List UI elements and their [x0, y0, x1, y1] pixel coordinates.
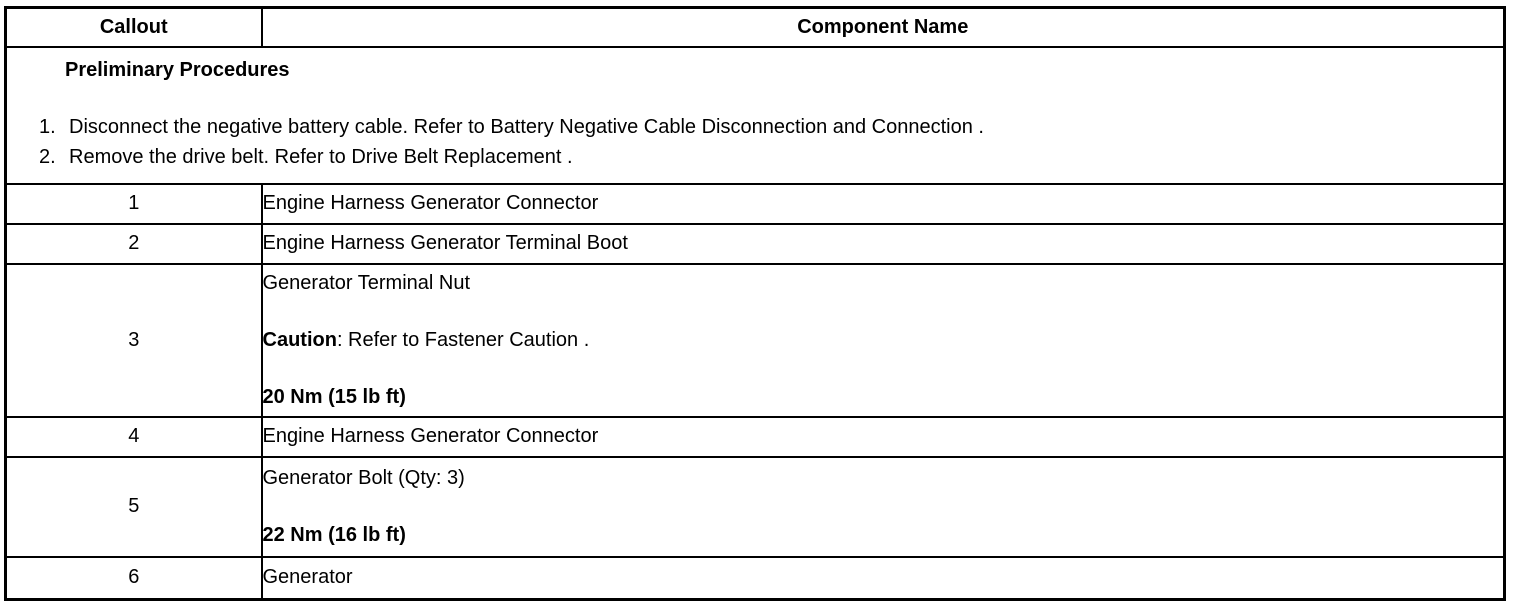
table-header-row: Callout Component Name [4, 6, 1506, 48]
callout-number: 4 [4, 415, 263, 458]
preliminary-procedures-title: Preliminary Procedures [65, 58, 290, 81]
caution-line: Caution: Refer to Fastener Caution . [263, 329, 1504, 352]
preliminary-steps-list: 1. Disconnect the negative battery cable… [7, 112, 1503, 172]
preliminary-procedures-cell: Preliminary Procedures 1. Disconnect the… [4, 45, 1506, 185]
caution-text: : Refer to Fastener Caution . [336, 328, 590, 351]
table-row: 3 Generator Terminal Nut Caution: Refer … [4, 262, 1506, 418]
component-name: Generator [260, 555, 1506, 601]
torque-spec: 22 Nm (16 lb ft) [262, 523, 406, 546]
component-detail-cell: Generator Bolt (Qty: 3) 22 Nm (16 lb ft) [260, 455, 1506, 558]
callout-component-table: Callout Component Name Preliminary Proce… [4, 6, 1506, 601]
step-number: 2. [39, 145, 56, 168]
component-name: Generator Bolt (Qty: 3) [262, 466, 465, 489]
preliminary-procedures-row: Preliminary Procedures 1. Disconnect the… [4, 45, 1506, 185]
table-row: 1 Engine Harness Generator Connector [4, 182, 1506, 225]
callout-number: 1 [4, 182, 263, 225]
component-name: Engine Harness Generator Connector [260, 182, 1506, 225]
caution-label: Caution [262, 328, 337, 351]
step-text: Remove the drive belt. Refer to Drive Be… [69, 145, 573, 168]
component-detail-cell: Generator Terminal Nut Caution: Refer to… [260, 262, 1506, 418]
component-name: Engine Harness Generator Terminal Boot [260, 222, 1506, 265]
table-row: 6 Generator [4, 555, 1506, 601]
step-number: 1. [39, 115, 56, 138]
component-name-column-header: Component Name [260, 6, 1506, 48]
callout-number: 5 [4, 455, 263, 558]
torque-spec: 20 Nm (15 lb ft) [262, 385, 406, 408]
step-text: Disconnect the negative battery cable. R… [69, 115, 984, 138]
callout-column-header: Callout [4, 6, 263, 48]
callout-number: 3 [4, 262, 263, 418]
component-name: Generator Terminal Nut [262, 271, 471, 294]
table-row: 2 Engine Harness Generator Terminal Boot [4, 222, 1506, 265]
callout-number: 2 [4, 222, 263, 265]
table-row: 4 Engine Harness Generator Connector [4, 415, 1506, 458]
table-row: 5 Generator Bolt (Qty: 3) 22 Nm (16 lb f… [4, 455, 1506, 558]
component-name: Engine Harness Generator Connector [260, 415, 1506, 458]
preliminary-step: 1. Disconnect the negative battery cable… [7, 112, 1503, 142]
preliminary-step: 2. Remove the drive belt. Refer to Drive… [7, 142, 1503, 172]
callout-number: 6 [4, 555, 263, 601]
